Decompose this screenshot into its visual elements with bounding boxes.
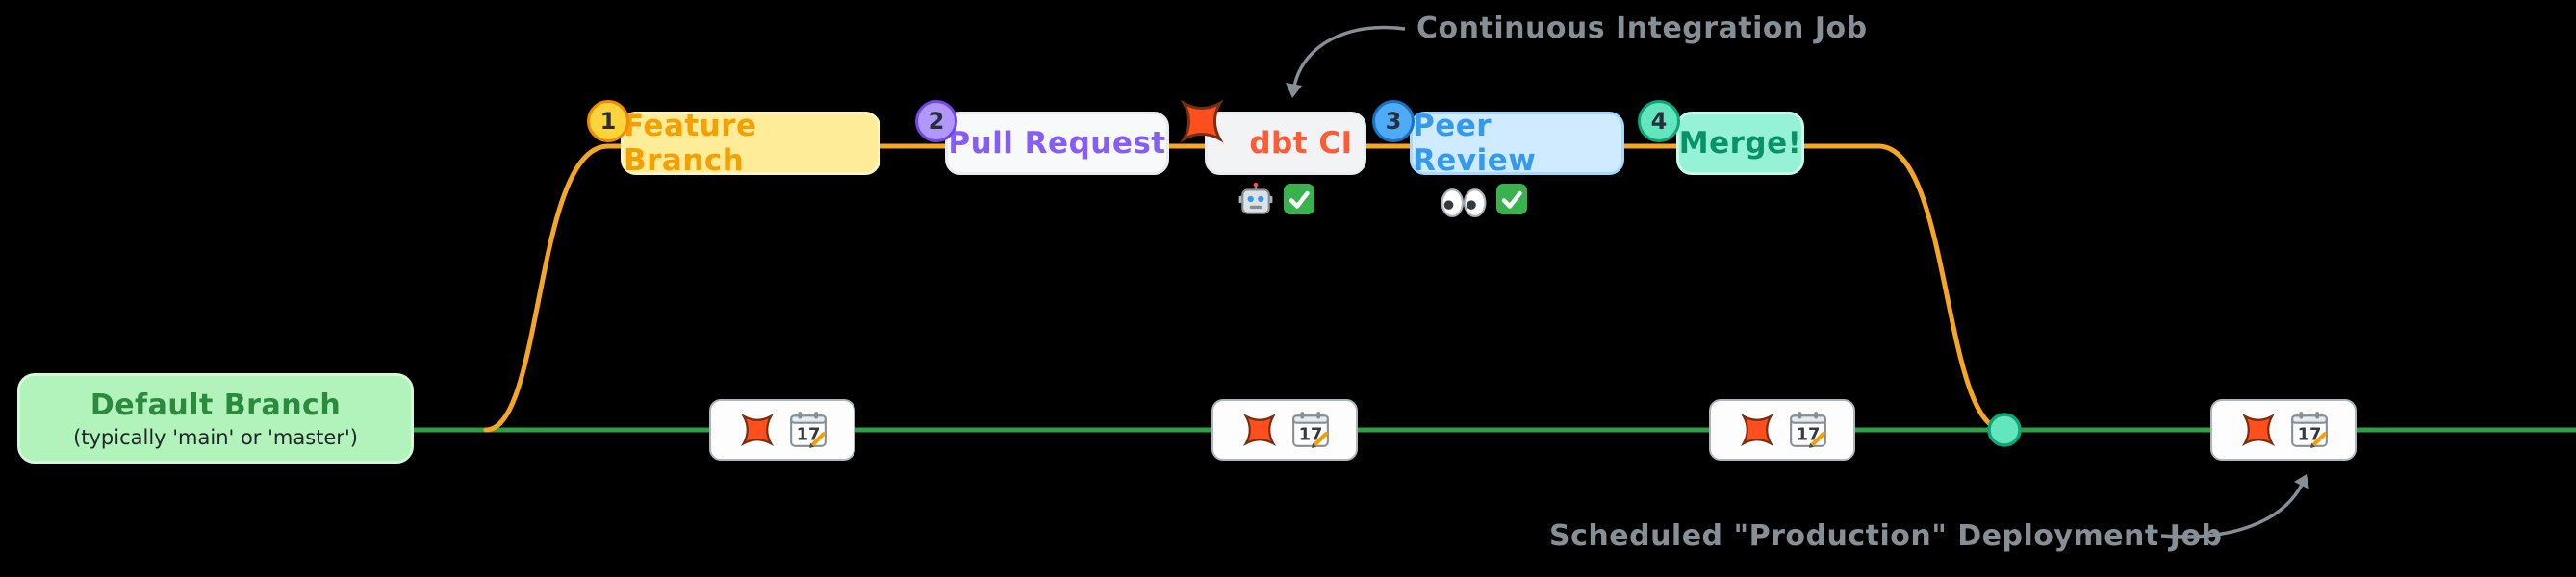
calendar-icon: 17 bbox=[788, 410, 829, 450]
feature-branch-label: Feature Branch bbox=[624, 109, 757, 178]
scheduled-job-marker[interactable]: 17 bbox=[2210, 399, 2357, 461]
step-badge-2: 2 bbox=[915, 100, 957, 142]
calendar-day: 17 bbox=[2298, 425, 2322, 445]
calendar-day: 17 bbox=[1797, 425, 1821, 445]
dbt-logo-icon bbox=[1736, 409, 1778, 451]
default-branch-title: Default Branch bbox=[89, 388, 342, 422]
calendar-day: 17 bbox=[797, 425, 821, 445]
check-icon bbox=[1282, 182, 1316, 216]
peer-review-node[interactable]: Peer Review bbox=[1410, 109, 1624, 178]
dbt-logo-icon bbox=[1238, 409, 1281, 451]
step-badge-1: 1 bbox=[587, 100, 629, 142]
default-branch-subtitle: (typically 'main' or 'master') bbox=[73, 425, 358, 449]
step-badge-3: 3 bbox=[1372, 100, 1415, 142]
dbt-ci-node[interactable]: dbt CI bbox=[1205, 112, 1366, 175]
ci-annotation-label: Continuous Integration Job bbox=[1416, 12, 1868, 45]
peer-review-label: Peer Review bbox=[1413, 109, 1537, 178]
dbt-logo-icon bbox=[1174, 93, 1230, 149]
feature-branch-node[interactable]: Feature Branch bbox=[621, 109, 880, 178]
check-icon bbox=[1494, 182, 1529, 216]
dbt-logo-icon bbox=[2237, 409, 2280, 451]
default-branch-node[interactable]: Default Branch (typically 'main' or 'mas… bbox=[17, 373, 414, 464]
merge-commit-dot[interactable] bbox=[1987, 413, 2022, 447]
calendar-icon: 17 bbox=[1788, 410, 1828, 450]
pull-request-node[interactable]: Pull Request bbox=[945, 112, 1169, 175]
scheduled-job-marker[interactable]: 17 bbox=[1211, 399, 1358, 461]
robot-icon bbox=[1237, 182, 1274, 218]
pull-request-label: Pull Request bbox=[948, 126, 1166, 161]
merge-node[interactable]: Merge! bbox=[1676, 112, 1804, 175]
calendar-icon: 17 bbox=[2289, 410, 2330, 450]
dbt-logo-icon bbox=[736, 409, 778, 451]
ci-annotation-arrow bbox=[1286, 25, 1406, 98]
dbt-ci-label: dbt CI bbox=[1249, 126, 1353, 161]
calendar-icon: 17 bbox=[1290, 410, 1331, 450]
merge-label: Merge! bbox=[1678, 126, 1802, 161]
eyes-icon bbox=[1441, 188, 1487, 218]
scheduled-job-marker[interactable]: 17 bbox=[709, 399, 855, 461]
scheduled-job-marker[interactable]: 17 bbox=[1709, 399, 1855, 461]
step-badge-4: 4 bbox=[1638, 100, 1680, 142]
scheduled-annotation-arrow bbox=[2160, 474, 2309, 539]
calendar-day: 17 bbox=[1299, 425, 1323, 445]
scheduled-annotation-label: Scheduled "Production" Deployment Job bbox=[1549, 519, 2223, 553]
